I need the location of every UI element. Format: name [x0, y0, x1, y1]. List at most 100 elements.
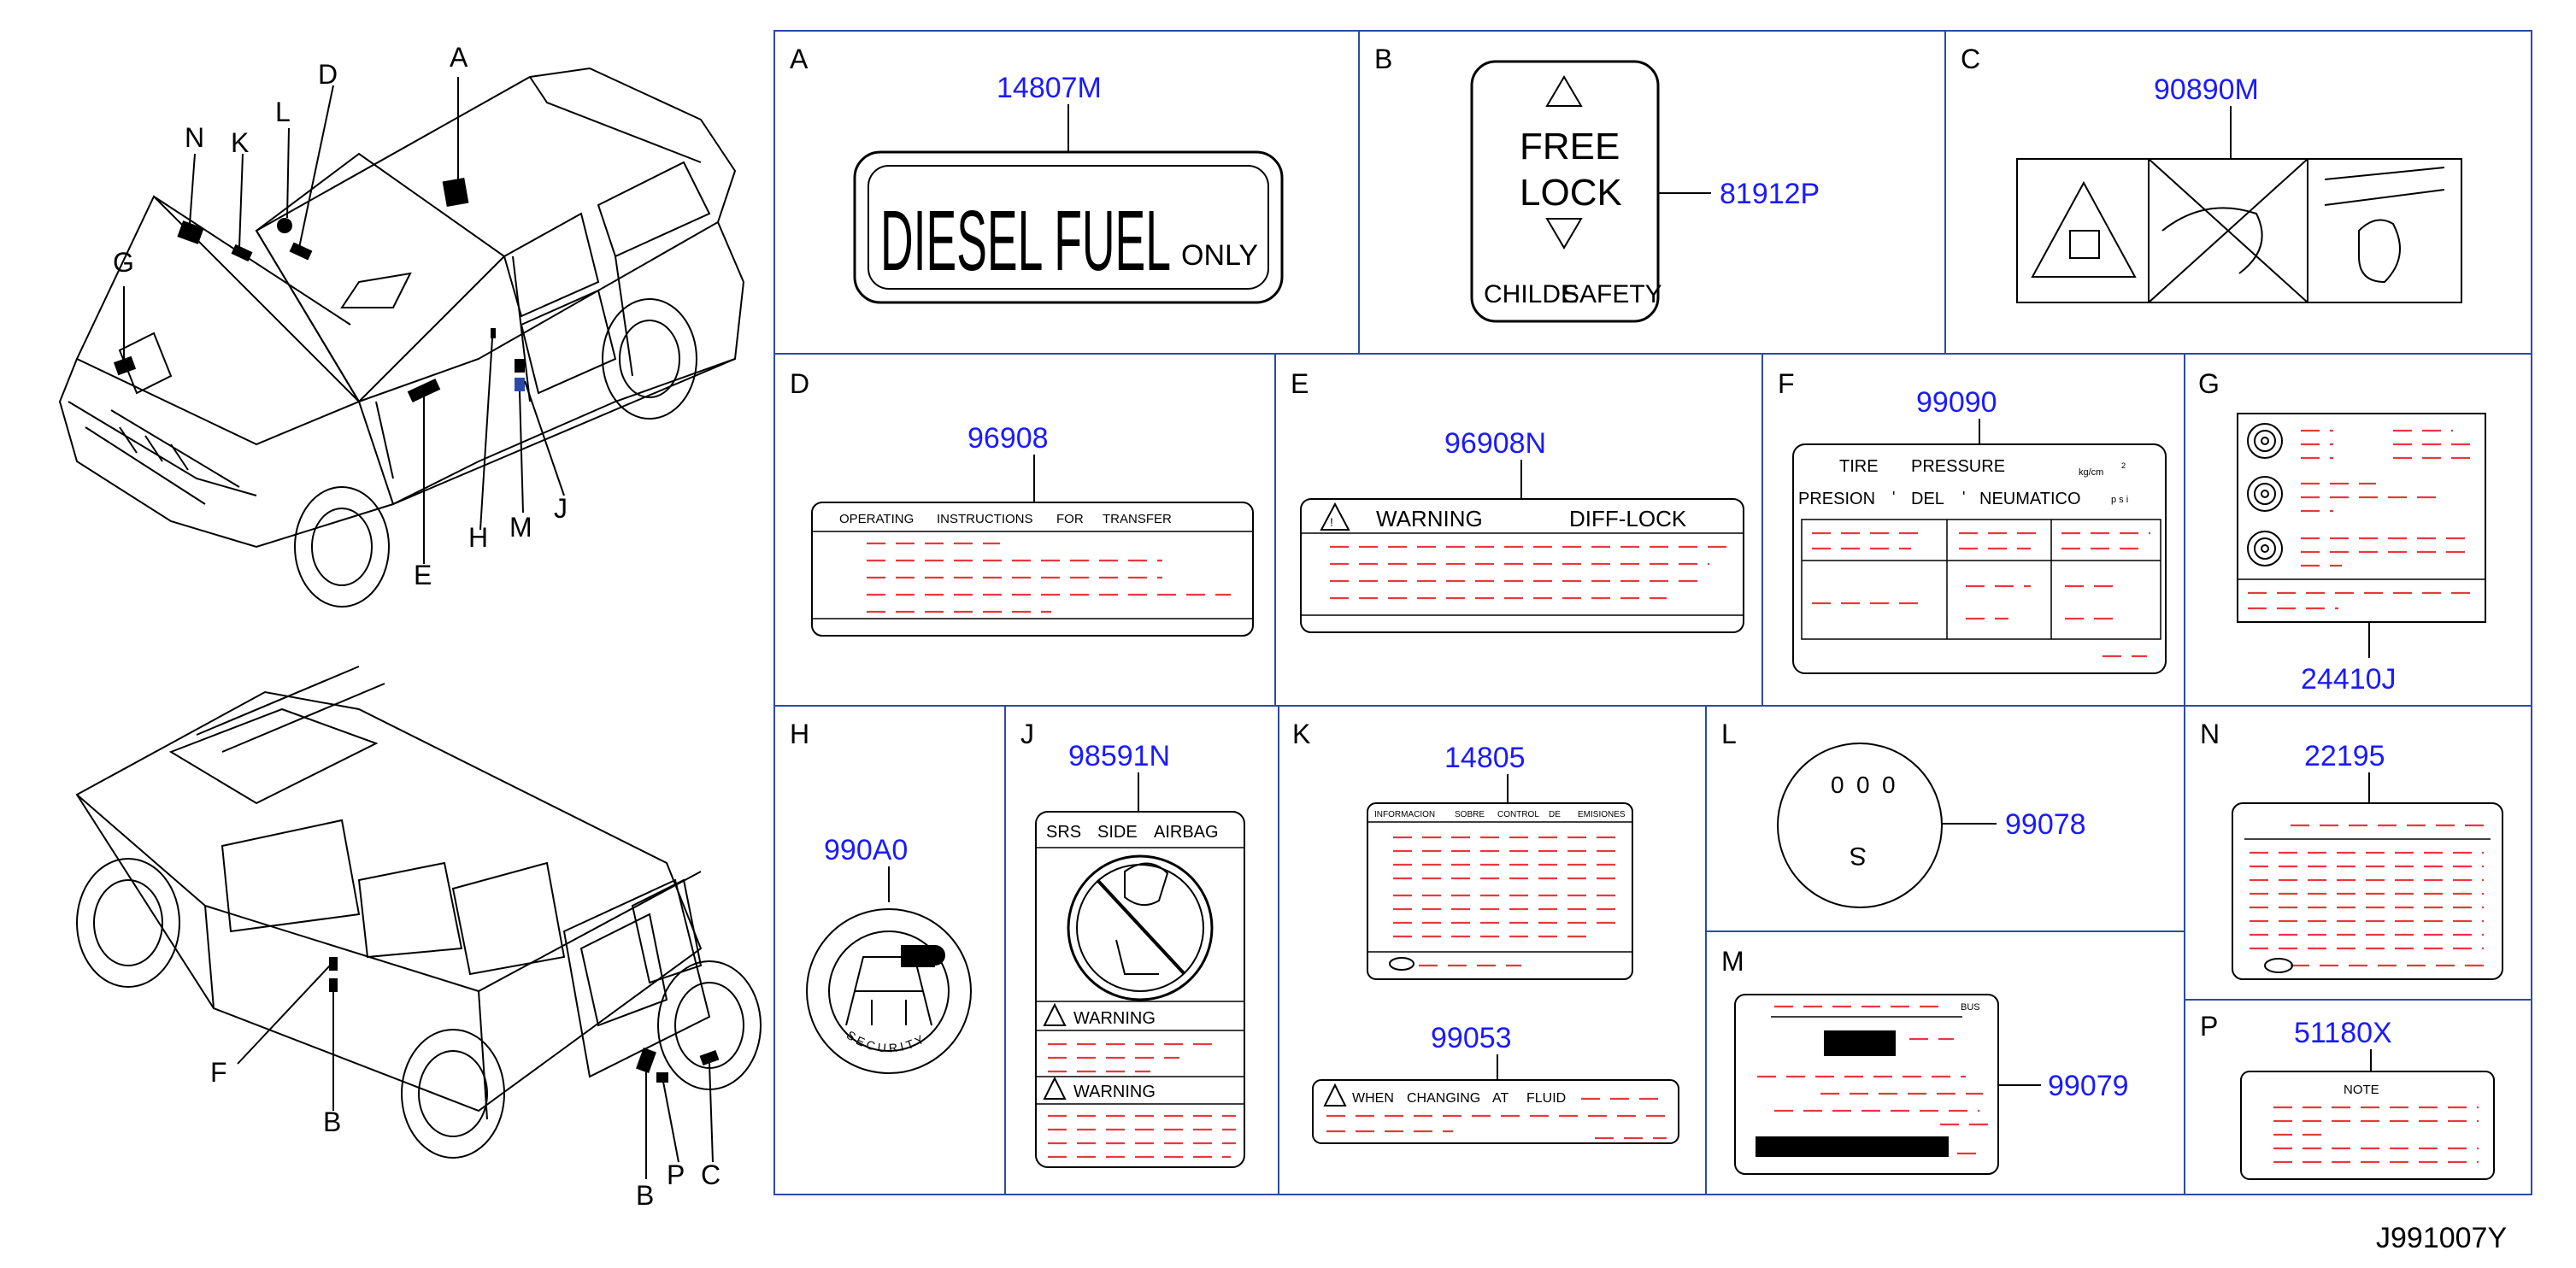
cell-h: H 990A0 SECURITY — [790, 719, 972, 1074]
svg-text:AIRBAG: AIRBAG — [1154, 823, 1219, 842]
svg-text:DE: DE — [1549, 810, 1561, 819]
part-number-99090: 99090 — [1916, 386, 1997, 419]
cell-letter-n: N — [2200, 719, 2220, 749]
callout-b2: B — [636, 1180, 654, 1211]
svg-text:FOR: FOR — [1056, 512, 1084, 526]
cell-letter-h: H — [790, 719, 809, 749]
cell-letter-f: F — [1778, 368, 1795, 399]
cell-letter-b: B — [1374, 44, 1392, 74]
label-diff-lock — [1300, 498, 1744, 633]
lock-text: LOCK — [1520, 172, 1622, 214]
cell-g: G 24410J — [2198, 368, 2486, 696]
svg-text:kg/cm: kg/cm — [2079, 467, 2103, 478]
label-n — [2232, 802, 2503, 980]
free-text: FREE — [1520, 126, 1620, 167]
part-number-51180x: 51180X — [2294, 1017, 2392, 1049]
part-number-14807m: 14807M — [997, 72, 1102, 104]
svg-text:BUS: BUS — [1961, 1002, 1980, 1013]
front-callout-letters: A N K L D G E H M J — [113, 42, 568, 590]
cell-d: D 96908 OPERATING INSTRUCTIONS FOR TRANS… — [790, 368, 1254, 637]
callout-b1: B — [323, 1107, 341, 1137]
callout-l: L — [275, 97, 291, 127]
diesel-fuel-text: DIESEL FUEL — [880, 193, 1171, 289]
cell-letter-d: D — [790, 368, 809, 399]
only-text: ONLY — [1181, 239, 1258, 272]
front-callout-lines — [123, 77, 565, 564]
cell-letter-k: K — [1292, 719, 1310, 749]
part-number-14805: 14805 — [1444, 742, 1526, 774]
cell-letter-e: E — [1291, 368, 1309, 399]
svg-text:WHEN: WHEN — [1352, 1091, 1394, 1106]
callout-g: G — [113, 247, 134, 278]
cell-b: B FREE LOCK CHILDE SAFETY 81912P — [1374, 44, 1820, 323]
cell-n: N 22195 — [2200, 719, 2503, 980]
warning-text-e: WARNING — [1376, 506, 1483, 531]
svg-text:SOBRE: SOBRE — [1455, 810, 1485, 819]
front-label-markers — [113, 177, 525, 402]
callout-e: E — [414, 560, 432, 590]
diff-lock-text: DIFF-LOCK — [1569, 506, 1687, 531]
label-transfer — [811, 502, 1254, 637]
vehicle-front-view — [58, 67, 745, 608]
label-note — [2240, 1071, 2495, 1180]
label-tire-pressure — [1792, 443, 2167, 674]
cell-j: J 98591N SRS SIDE AIRBAG WARNING WARNING — [1020, 719, 1245, 1168]
cell-e: E 96908N ! WARNING DIFF-LOCK — [1291, 368, 1744, 633]
diagram-code: J991007Y — [2376, 1222, 2507, 1254]
label-round-000 — [1777, 743, 1943, 908]
svg-text:S: S — [1850, 842, 1867, 870]
svg-text:': ' — [1892, 489, 1895, 506]
cell-c: C 90890M — [1961, 44, 2462, 303]
svg-text:PRESION: PRESION — [1798, 490, 1875, 508]
callout-f: F — [210, 1057, 227, 1088]
cell-letter-l: L — [1721, 719, 1737, 749]
svg-text:TRANSFER: TRANSFER — [1103, 512, 1172, 526]
callout-p: P — [667, 1159, 685, 1190]
svg-text:AT: AT — [1492, 1091, 1509, 1106]
cell-k: K 14805 INFORMACION SOBRE CONTROL DE EMI… — [1292, 719, 1679, 1144]
cell-p: P 51180X NOTE — [2200, 1011, 2495, 1180]
svg-text:SIDE: SIDE — [1097, 823, 1138, 842]
svg-text:SRS: SRS — [1046, 823, 1081, 842]
svg-text:SECURITY: SECURITY — [844, 1028, 929, 1055]
svg-text:2: 2 — [2121, 461, 2126, 470]
label-diesel-fuel — [853, 150, 1284, 304]
label-pictograms — [2016, 158, 2462, 303]
rear-callout-lines — [237, 965, 714, 1179]
svg-text:TIRE: TIRE — [1839, 457, 1879, 476]
part-number-99078: 99078 — [2005, 808, 2086, 841]
cell-letter-j: J — [1020, 719, 1034, 749]
callout-k: K — [231, 127, 249, 158]
safety-text: SAFETY — [1562, 280, 1662, 308]
svg-text:OPERATING: OPERATING — [839, 512, 914, 526]
cell-letter-c: C — [1961, 44, 1980, 74]
part-number-990a0: 990A0 — [824, 834, 908, 866]
svg-text:EMISIONES: EMISIONES — [1578, 810, 1626, 819]
cell-m: M BUS 99079 — [1721, 946, 2129, 1175]
svg-text:p s i: p s i — [2111, 495, 2128, 505]
svg-text:CHANGING: CHANGING — [1407, 1091, 1480, 1106]
callout-h: H — [468, 522, 488, 553]
svg-text:FLUID: FLUID — [1526, 1091, 1566, 1106]
callout-j: J — [554, 493, 568, 524]
svg-text:0: 0 — [1882, 772, 1896, 798]
label-grid — [773, 30, 2532, 1195]
part-number-96908n: 96908N — [1444, 427, 1546, 460]
callout-a: A — [450, 42, 468, 73]
part-number-99053: 99053 — [1431, 1022, 1512, 1054]
svg-text:WARNING: WARNING — [1073, 1009, 1156, 1028]
label-srs-airbag — [1035, 811, 1245, 1168]
part-number-90890m: 90890M — [2154, 73, 2259, 106]
svg-text:0: 0 — [1831, 772, 1844, 798]
svg-text:INFORMACION: INFORMACION — [1374, 810, 1435, 819]
svg-text:NEUMATICO: NEUMATICO — [1979, 490, 2081, 508]
label-security — [806, 908, 972, 1074]
rear-callout-letters: F B B P C — [210, 1057, 720, 1211]
svg-text:INSTRUCTIONS: INSTRUCTIONS — [937, 512, 1033, 526]
svg-text:NOTE: NOTE — [2344, 1083, 2379, 1097]
svg-text:': ' — [1962, 489, 1965, 506]
rear-label-markers — [329, 957, 720, 1083]
cell-l: L 0 0 0 S 99078 — [1721, 719, 2086, 908]
svg-text:0: 0 — [1856, 772, 1870, 798]
